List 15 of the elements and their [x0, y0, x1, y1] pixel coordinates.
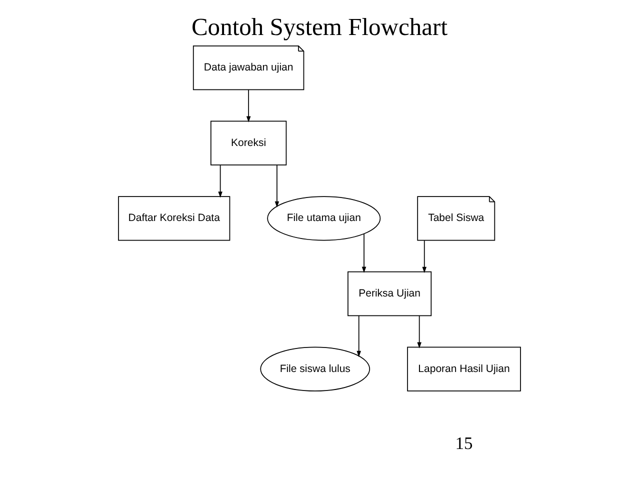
arrow: [356, 316, 360, 358]
label: 15: [454, 432, 472, 453]
arrow: [274, 164, 279, 208]
diagram-title: Contoh System Flowchart: [190, 14, 448, 41]
node-ellipse: File siswa lulus: [260, 346, 370, 392]
node-box: Daftar Koreksi Data: [118, 196, 230, 241]
arrow: [246, 90, 250, 122]
node-ellipse: File utama ujian: [266, 196, 380, 241]
node-box: Koreksi: [210, 120, 286, 166]
arrow: [416, 316, 421, 348]
node-box: Laporan Hasil Ujian: [406, 346, 520, 392]
node-box: Periksa Ujian: [347, 271, 432, 316]
arrow: [422, 240, 426, 274]
arrow: [361, 234, 366, 273]
arrow: [218, 164, 222, 198]
